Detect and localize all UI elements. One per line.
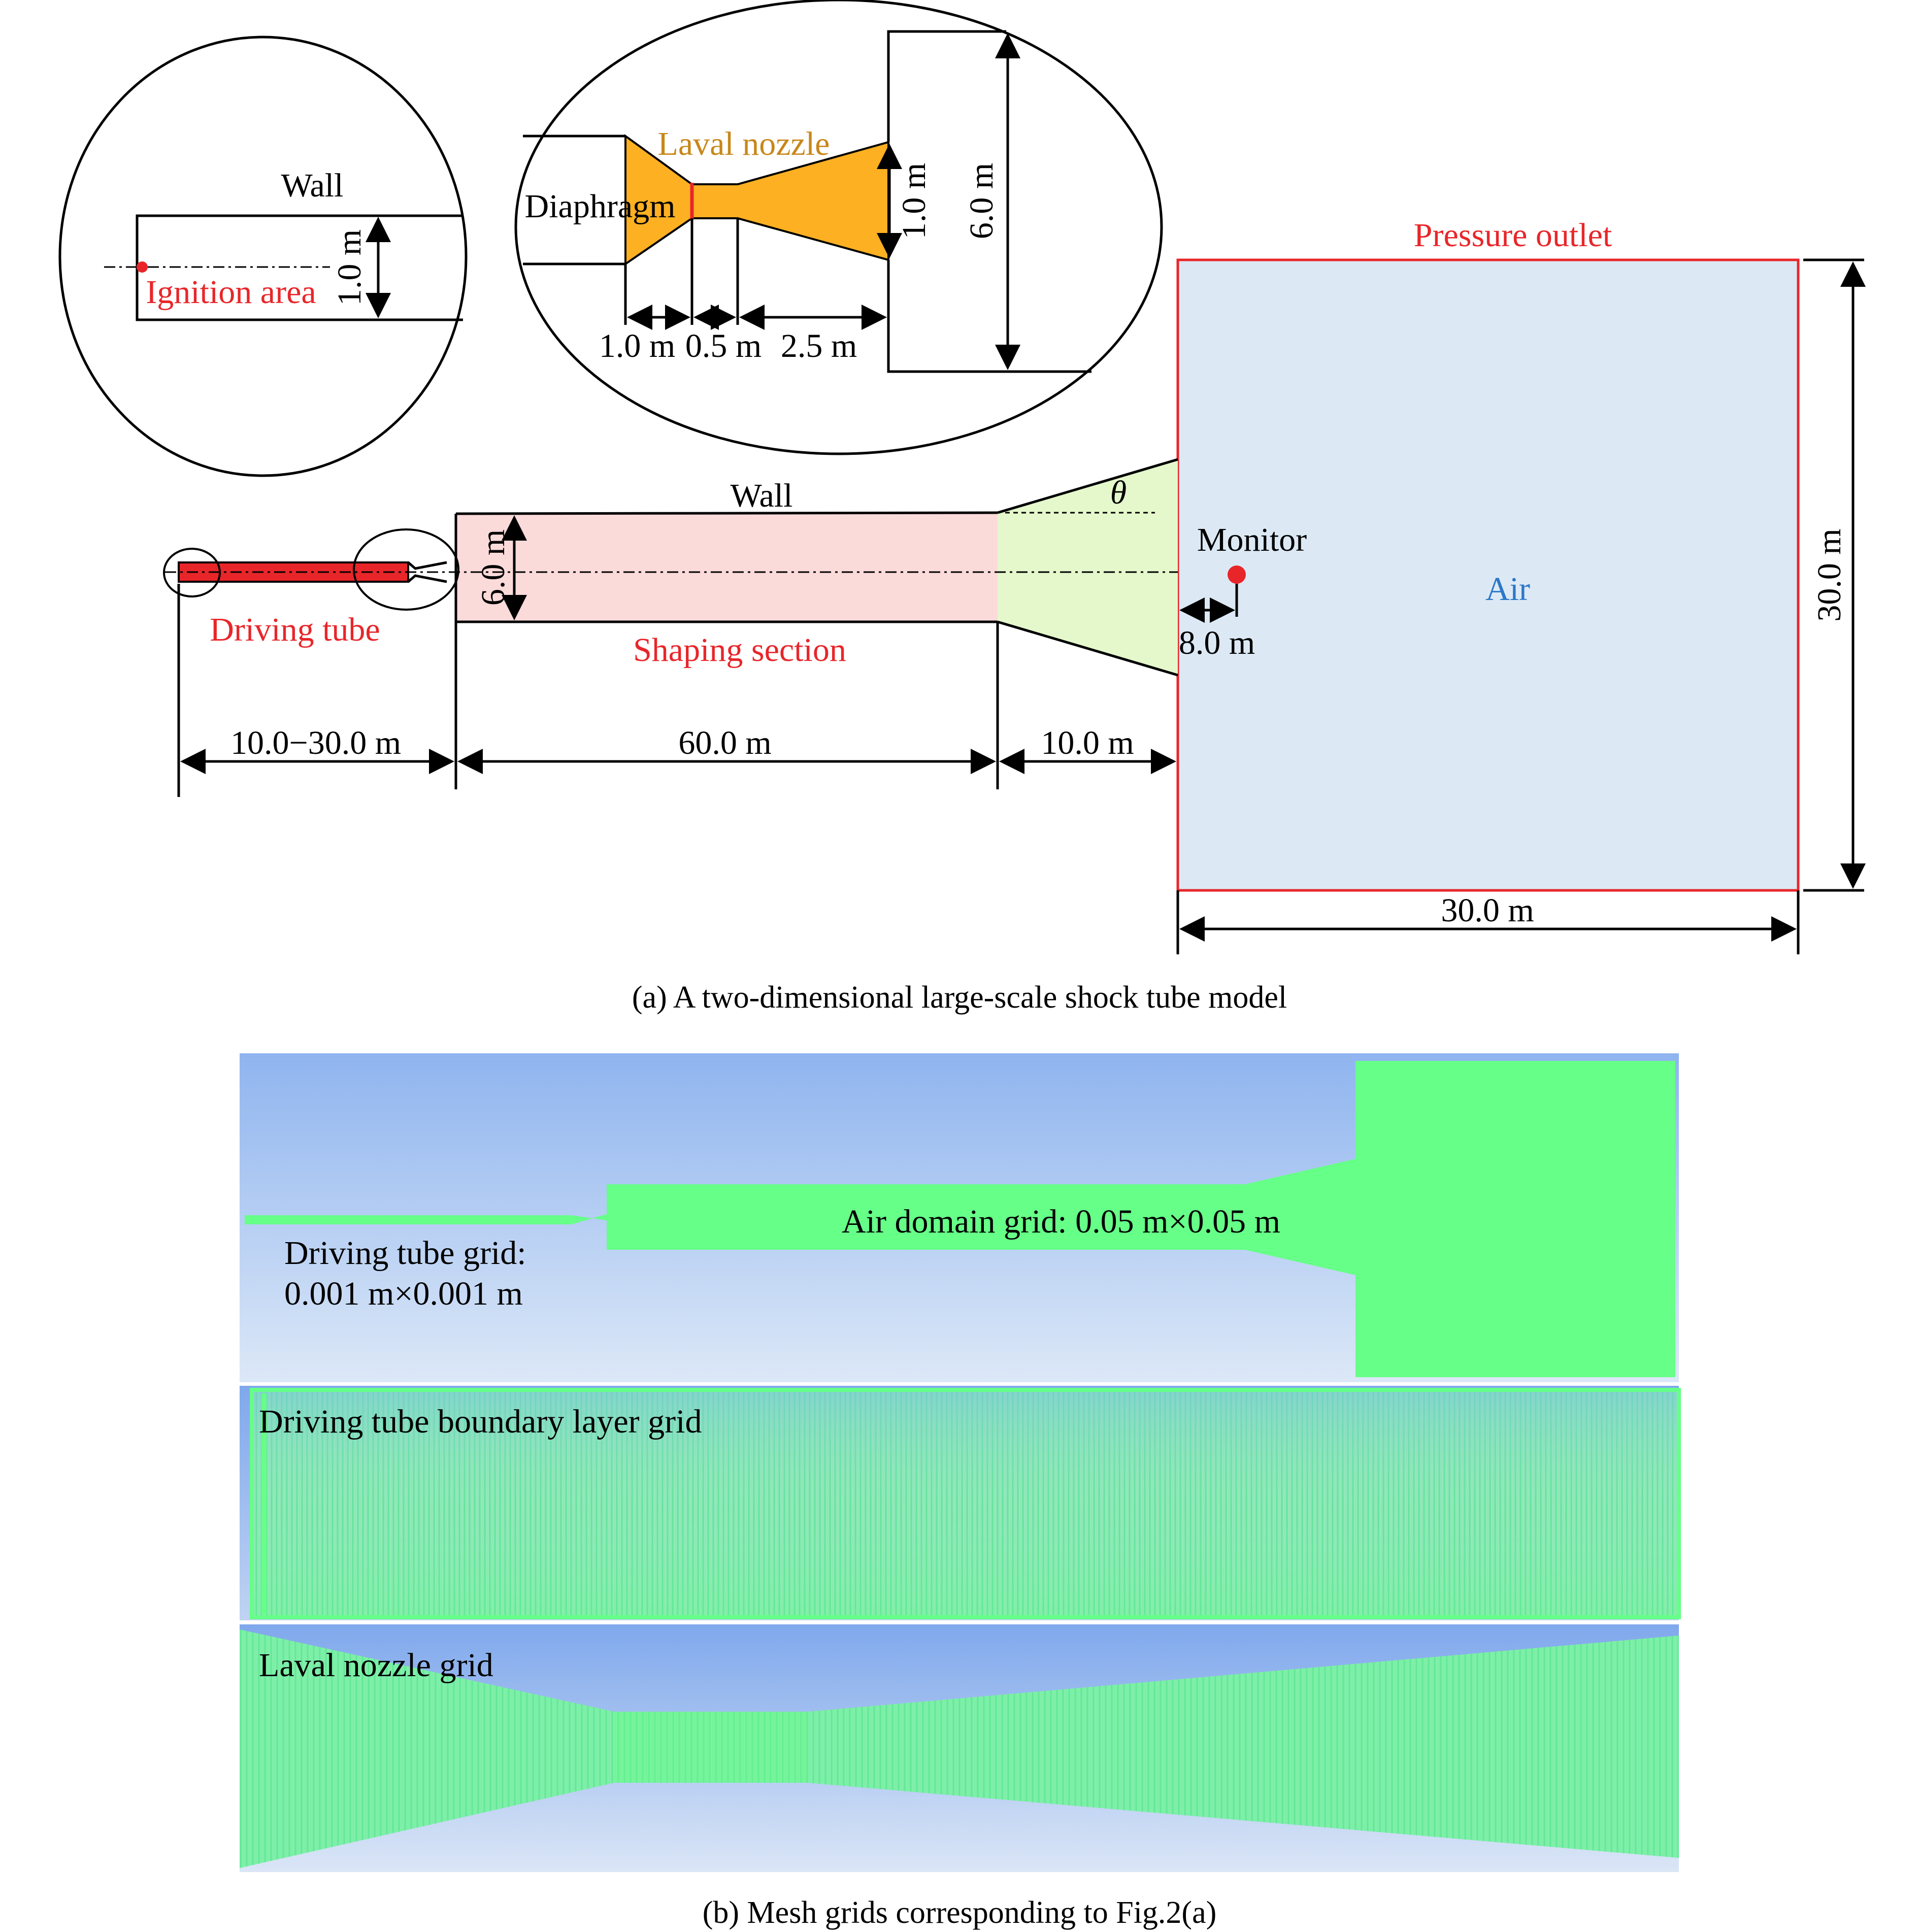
caption-b: (b) Mesh grids corresponding to Fig.2(a) [703, 1895, 1217, 1930]
caption-a: (a) A two-dimensional large-scale shock … [632, 980, 1287, 1015]
laval-nozzle-grid-label: Laval nozzle grid [259, 1647, 493, 1684]
mesh-air-domain-panel: Air domain grid: 0.05 m×0.05 m Driving t… [240, 1053, 1679, 1382]
pressure-outlet-label: Pressure outlet [1414, 217, 1612, 254]
diaphragm-label: Diaphragm [525, 188, 676, 225]
ignition-point [137, 261, 148, 273]
nozzle-seg1-label: 1.0 m [599, 327, 675, 364]
boundary-layer-grid-label: Driving tube boundary layer grid [259, 1403, 702, 1440]
zoom-height-label: 1.0 m [331, 229, 368, 306]
mesh-laval-nozzle-panel: Laval nozzle grid [240, 1624, 1679, 1872]
air-label: Air [1485, 571, 1530, 608]
shaping-height-label: 6.0 m [475, 529, 512, 606]
nozzle-section-height-label: 6.0 m [963, 163, 1000, 239]
domain-width-label: 30.0 m [1441, 892, 1534, 929]
shaping-section-label: Shaping section [633, 631, 846, 669]
wall-label: Wall [731, 477, 793, 514]
theta-label: θ [1110, 474, 1127, 511]
nozzle-seg3-label: 2.5 m [781, 327, 857, 364]
shaping-section [456, 514, 998, 622]
ignition-area-label: Ignition area [146, 274, 316, 311]
driving-tube-grid-label-2: 0.001 m×0.001 m [284, 1275, 523, 1312]
air-domain [1176, 258, 1800, 892]
len-shaping-label: 60.0 m [678, 724, 771, 761]
nozzle-seg2-label: 0.5 m [685, 327, 762, 364]
len-diffuser-label: 10.0 m [1041, 724, 1134, 761]
zoom-ignition-detail: Wall Ignition area 1.0 m [58, 36, 468, 477]
nozzle-exit-height-label: 1.0 m [896, 163, 933, 239]
laval-nozzle-label: Laval nozzle [658, 125, 830, 162]
mesh-boundary-layer-panel: Driving tube boundary layer grid [240, 1386, 1681, 1620]
monitor-point [1228, 565, 1246, 584]
zoom-wall-label: Wall [281, 167, 344, 204]
domain-height-label: 30.0 m [1811, 528, 1848, 621]
main-model: Pressure outlet Wall θ Monitor Air 8.0 m… [163, 217, 1866, 954]
monitor-distance-label: 8.0 m [1179, 624, 1255, 661]
diffuser-section [998, 459, 1178, 675]
monitor-label: Monitor [1197, 521, 1307, 558]
driving-tube-grid-label-1: Driving tube grid: [284, 1235, 526, 1272]
len-driving-label: 10.0−30.0 m [230, 724, 401, 761]
zoom-laval-nozzle-detail: Laval nozzle Diaphragm 1.0 m 0.5 m 2.5 m… [514, 0, 1163, 455]
air-domain-grid-label: Air domain grid: 0.05 m×0.05 m [842, 1203, 1280, 1240]
driving-tube-label: Driving tube [210, 611, 380, 648]
